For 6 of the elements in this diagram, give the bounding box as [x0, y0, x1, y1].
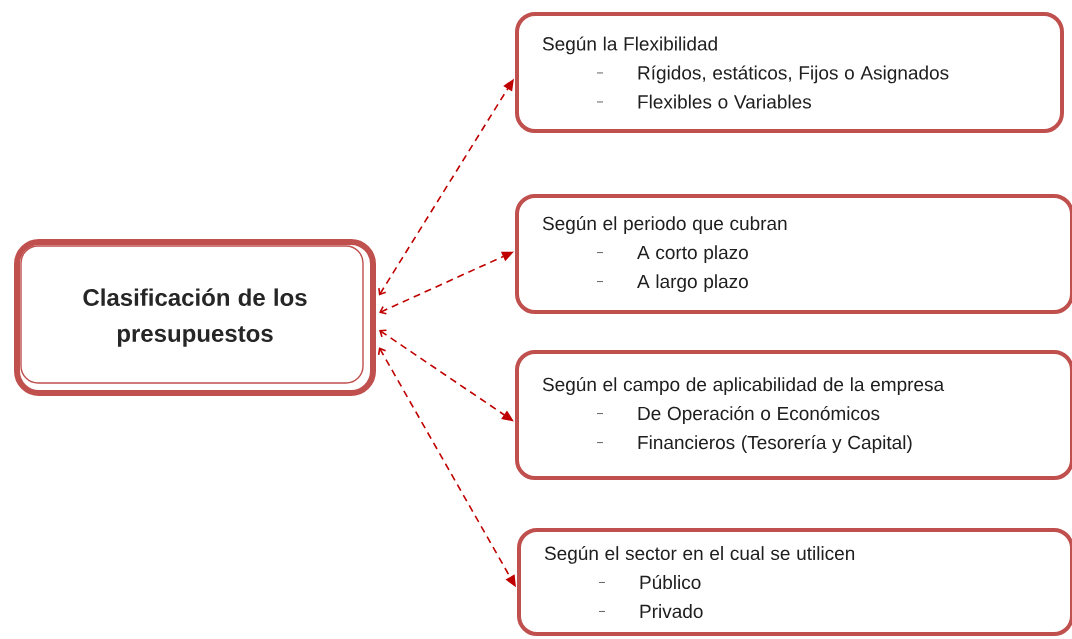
category-box: Según la Flexibilidad Rígidos, estáticos, Fijos o Asignados Flexibles o Variables	[515, 12, 1064, 133]
category-box: Según el periodo que cubran A corto plazo A largo plazo	[515, 194, 1072, 314]
arrow	[379, 329, 514, 422]
category-box: Según el campo de aplicabilidad de la empresa De Operación o Económicos Financieros (Tesorería y Capital)	[515, 350, 1072, 480]
title-box: Clasificación de los presupuestos	[14, 239, 376, 396]
category-box: Según el sector en el cual se utilicen Público Privado	[517, 528, 1072, 636]
